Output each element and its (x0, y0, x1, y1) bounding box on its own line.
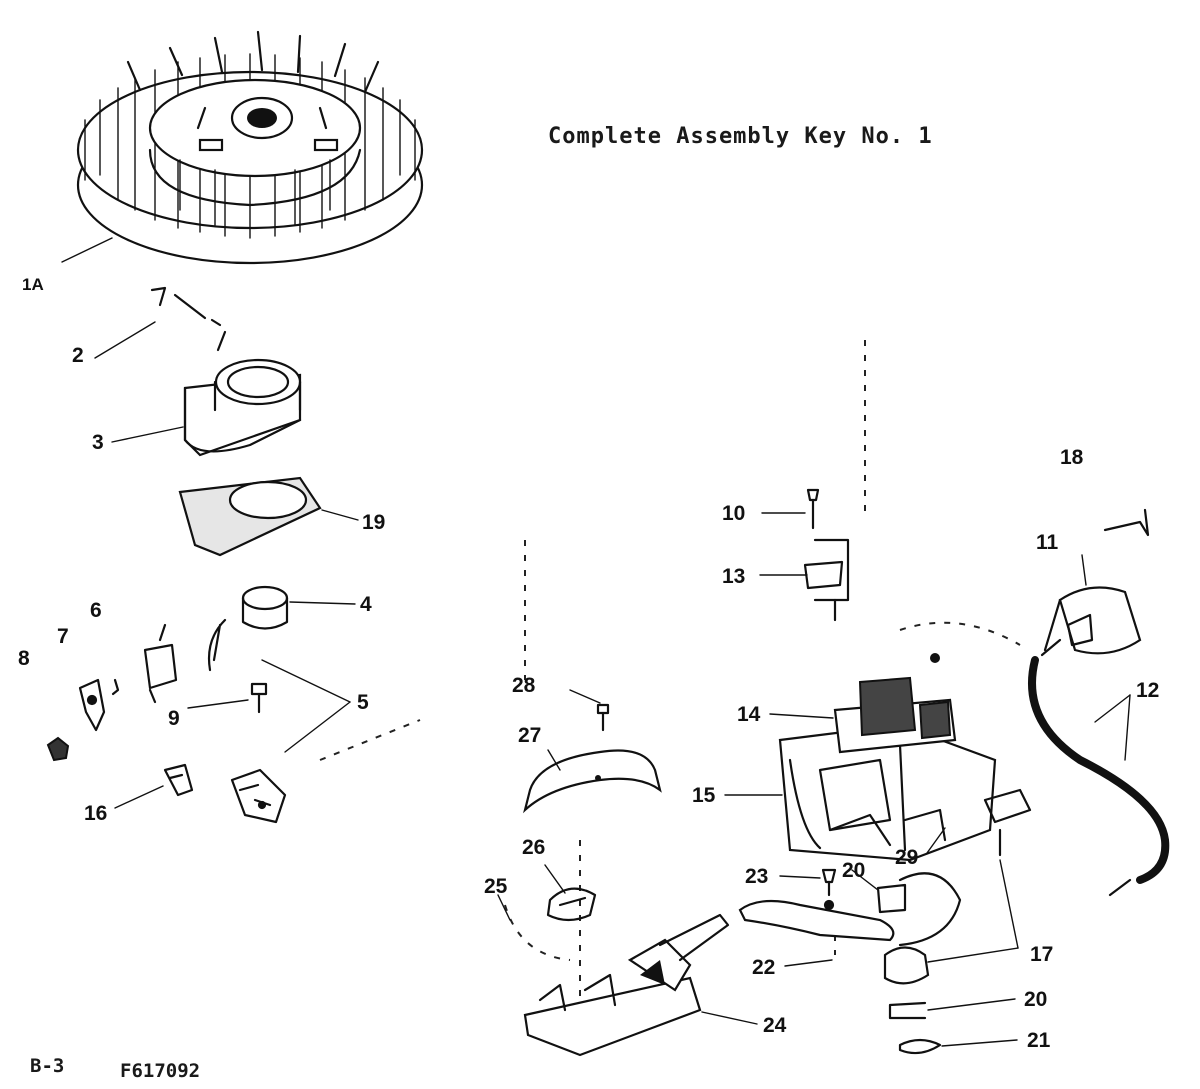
part-lead-wire-12 (930, 638, 1170, 897)
part-clip-16 (163, 763, 194, 797)
callout-19: 19 (362, 511, 386, 534)
callout-22: 22 (752, 956, 776, 979)
callout-11: 11 (1036, 531, 1059, 554)
part-screw-23 (821, 868, 837, 911)
part-boss-17 (883, 946, 930, 985)
part-screw-6 (111, 678, 120, 696)
callout-18: 18 (1060, 446, 1084, 469)
callout-6: 6 (90, 599, 102, 622)
part-base-24 (523, 913, 730, 1057)
part-lever-7 (78, 678, 106, 732)
part-lug-29 (983, 788, 1032, 857)
part-washer-21 (898, 1038, 942, 1055)
part-coil-15 (778, 723, 997, 862)
callout-12: 12 (1136, 679, 1160, 702)
callout-21: 21 (1027, 1029, 1051, 1052)
callout-29: 29 (895, 846, 919, 869)
callout-2: 2 (72, 344, 84, 367)
assembly-title: Complete Assembly Key No. 1 (548, 124, 933, 149)
part-cover-27 (523, 749, 662, 814)
part-wire-18 (1103, 508, 1150, 537)
part-breaker-cover (183, 358, 302, 457)
part-bushing (207, 585, 289, 672)
part-screw-9 (250, 682, 268, 714)
part-clip-26 (546, 887, 597, 922)
callout-28: 28 (512, 674, 536, 697)
part-lever-22 (738, 872, 962, 947)
part-cap-11 (1043, 586, 1142, 655)
callout-26: 26 (522, 836, 546, 859)
part-nut-8 (46, 736, 70, 762)
callout-27: 27 (518, 724, 542, 747)
part-screw-28 (596, 703, 610, 732)
footer-page-ref: B-3 (30, 1055, 65, 1077)
callout-20-upper: 20 (842, 859, 866, 882)
callout-3: 3 (92, 431, 104, 454)
part-washer-20 (888, 1001, 927, 1020)
part-points-5 (230, 768, 287, 824)
leader-lines (61, 237, 1131, 1047)
callout-16: 16 (84, 802, 108, 825)
callout-7: 7 (57, 625, 69, 648)
callout-23: 23 (745, 865, 769, 888)
callout-9: 9 (168, 707, 180, 730)
part-flywheel (76, 30, 424, 265)
callout-14: 14 (737, 703, 761, 726)
center-lines (319, 340, 1021, 1010)
part-gasket (178, 476, 322, 557)
callout-17: 17 (1030, 943, 1054, 966)
callout-20-lower: 20 (1024, 988, 1048, 1011)
part-key (150, 286, 227, 352)
part-screw-10 (806, 488, 820, 530)
callout-25: 25 (484, 875, 508, 898)
callout-10: 10 (722, 502, 746, 525)
part-bracket-13 (803, 538, 850, 622)
callout-24: 24 (763, 1014, 787, 1037)
callout-5: 5 (357, 691, 369, 714)
callout-13: 13 (722, 565, 746, 588)
part-cam-20 (876, 883, 907, 914)
footer-figure-number: F617092 (120, 1060, 201, 1082)
callout-4: 4 (360, 593, 372, 616)
part-armature-14 (828, 676, 957, 847)
part-condenser-clip (143, 623, 178, 704)
callout-8: 8 (18, 647, 30, 670)
callout-15: 15 (692, 784, 716, 807)
callout-1a: 1A (22, 275, 44, 294)
